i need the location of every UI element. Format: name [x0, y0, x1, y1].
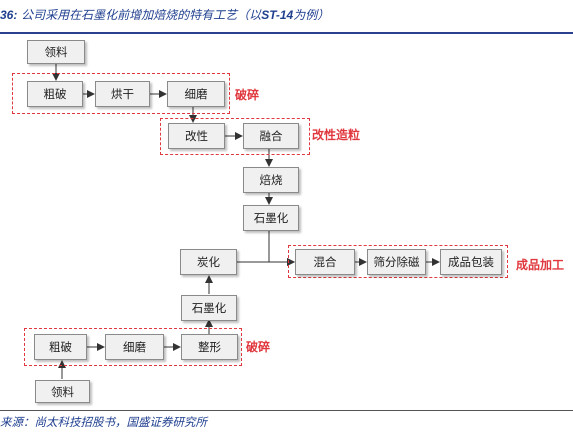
tag-finishing: 成品加工 [516, 258, 565, 272]
group-bottom-crushing [24, 328, 242, 366]
node-pack: 成品包装 [440, 249, 502, 275]
node-sieve: 筛分除磁 [367, 249, 426, 275]
node-fuse: 融合 [243, 123, 299, 149]
node-bottom-crush: 粗破 [34, 334, 87, 360]
node-bottom-feed: 领料 [35, 380, 90, 403]
tag-bottom-crushing: 破碎 [246, 340, 271, 354]
node-dry: 烘干 [95, 81, 150, 107]
node-top-crush: 粗破 [27, 81, 83, 107]
tag-modification: 改性造粒 [312, 128, 361, 142]
figure-title-model: ST-14 [261, 8, 294, 22]
node-bottom-grind: 细磨 [105, 334, 164, 360]
figure-title: 36: 公司采用在石墨化前增加焙烧的特有工艺（以ST-14为例） [0, 6, 573, 28]
node-graphitize-side: 石墨化 [181, 295, 237, 321]
group-modification [160, 118, 310, 155]
node-bake: 焙烧 [243, 167, 299, 193]
figure-title-suffix: 为例） [293, 8, 330, 22]
node-graphitize-main: 石墨化 [243, 205, 299, 231]
node-shape: 整形 [181, 334, 238, 360]
figure-title-text: 公司采用在石墨化前增加焙烧的特有工艺（以 [21, 8, 262, 22]
node-top-grind: 细磨 [167, 81, 225, 107]
node-modify: 改性 [168, 123, 225, 149]
node-carbonize: 炭化 [180, 249, 237, 275]
group-finishing [288, 245, 508, 278]
node-mix: 混合 [295, 249, 355, 275]
title-rule [0, 32, 573, 34]
group-top-crushing [12, 73, 230, 114]
source-note: 来源：尚太科技招股书，国盛证券研究所 [0, 415, 207, 429]
node-top-feed: 领料 [27, 40, 85, 64]
source-rule [0, 410, 573, 411]
tag-top-crushing: 破碎 [235, 88, 260, 102]
figure-number: 36: [0, 8, 18, 22]
